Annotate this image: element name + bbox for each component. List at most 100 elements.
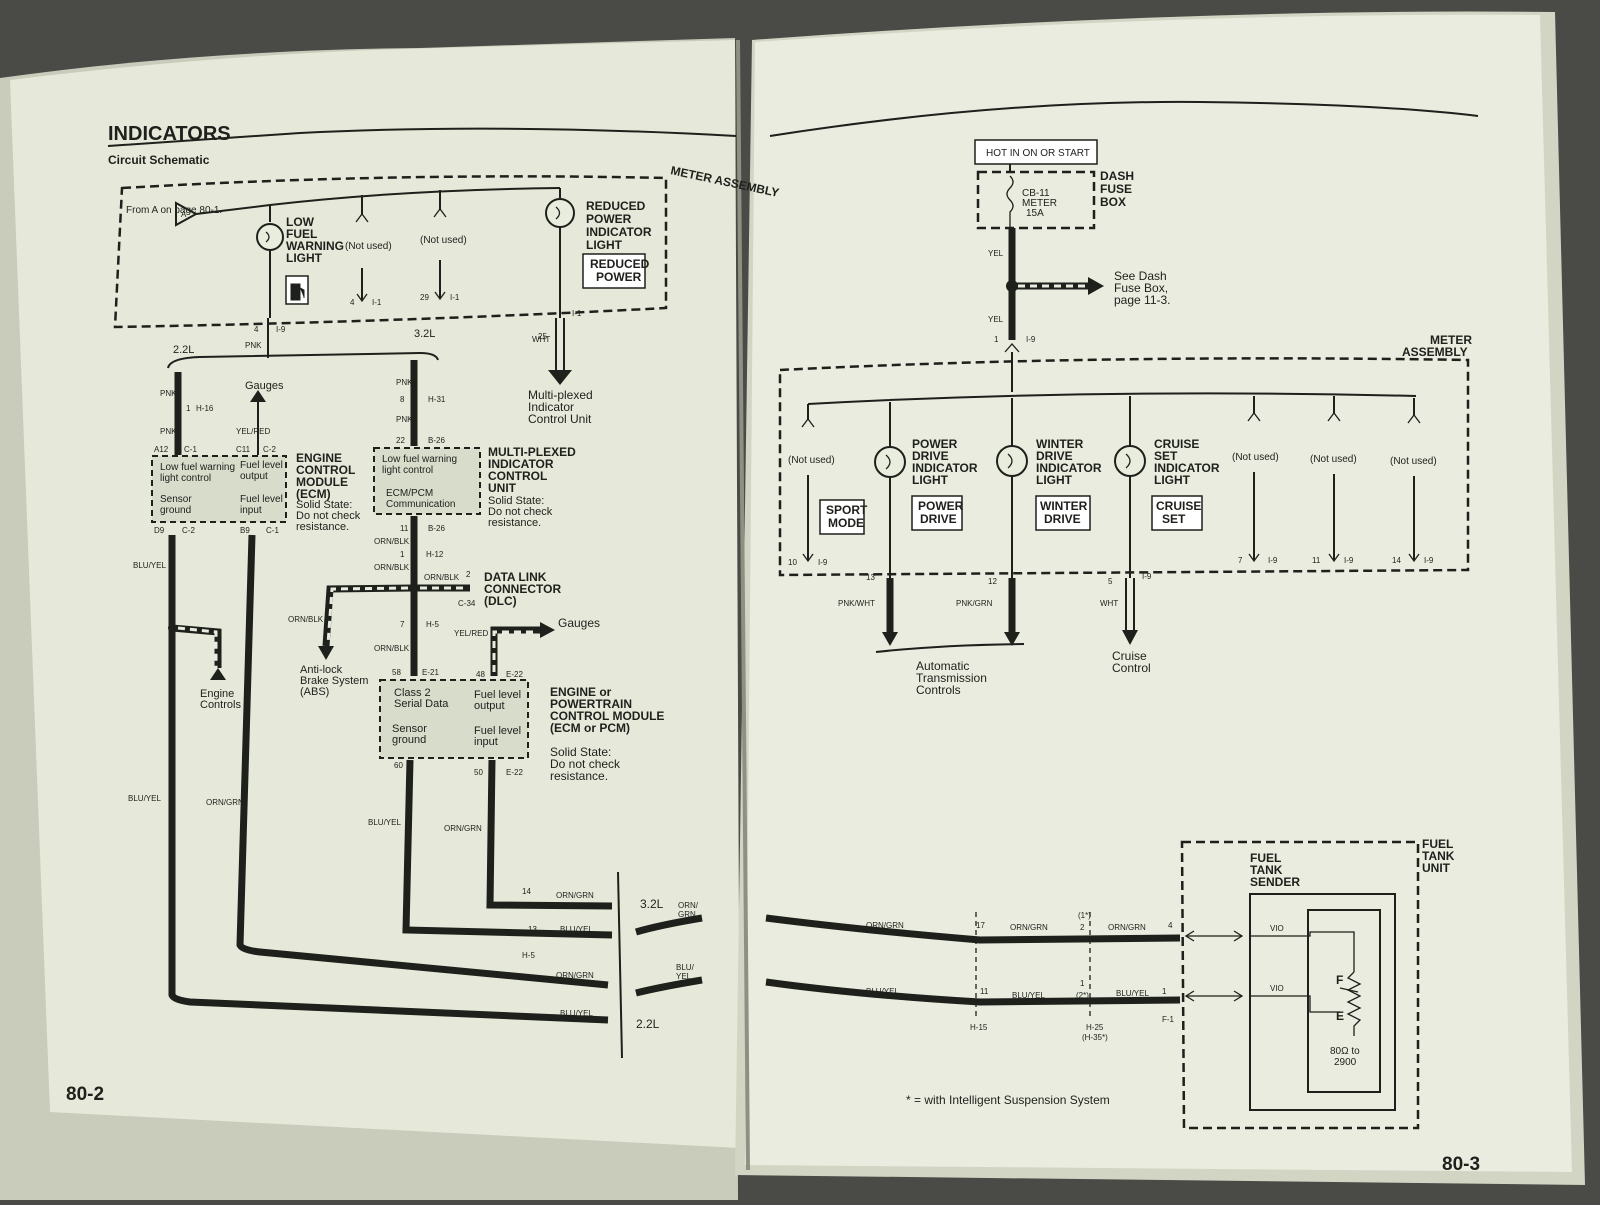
harness-32-wire <box>635 914 703 936</box>
variant-22-top: 2.2L <box>173 344 194 356</box>
harness-22-wire <box>635 976 703 997</box>
wire-blu-yel-r1: BLU/YEL <box>866 987 899 996</box>
wire-yel-red-ecm: YEL/RED <box>236 427 270 436</box>
wire-blu-yel-ecm-h: BLU/YEL <box>560 1009 593 1018</box>
blu-yel-harness-wire <box>765 978 1181 1006</box>
sender-f: F <box>1336 973 1343 987</box>
wire-orn-grn-ecm-h: ORN/GRN <box>556 971 594 980</box>
pin-i9d: I-9 <box>1268 556 1278 565</box>
fuel-tank-unit-box <box>1180 840 1420 1130</box>
wht-double-wire <box>555 318 565 370</box>
rnu2-fork <box>1247 411 1261 422</box>
pin-h5a: H-5 <box>426 620 439 629</box>
pin-i9a: I-9 <box>1026 335 1036 344</box>
rnu4-fork <box>1407 413 1421 424</box>
pin-7: 7 <box>400 620 405 629</box>
pin-7r: 7 <box>1238 556 1243 565</box>
cruise-set-box <box>1151 495 1203 531</box>
sender-path-e <box>1250 995 1340 1013</box>
variant-32-top: 3.2L <box>414 328 435 340</box>
wire-orn-grn-pcm: ORN/GRN <box>444 824 482 833</box>
meter-bus-wire <box>195 187 561 215</box>
gauges-label-pcm: Gauges <box>558 616 600 630</box>
pin-1: 1 <box>186 404 191 413</box>
wire-pnk-top: PNK <box>245 341 262 350</box>
power-drive-box <box>911 495 963 531</box>
ecm-pnk-b: PNK <box>160 427 177 436</box>
meter-input-fork <box>1004 343 1020 353</box>
pin-h35: (H-35*) <box>1082 1033 1108 1042</box>
pin-i9e: I-9 <box>1344 556 1354 565</box>
pin-c34: C-34 <box>458 599 476 608</box>
ecm-pnk-a: PNK <box>160 389 177 398</box>
winter-drive-filament-icon <box>1007 453 1013 469</box>
right-harness: ORN/GRN 17 ORN/GRN (1*) 2 ORN/GRN 4 BLU/… <box>765 911 1181 1042</box>
pin-i1a: I-1 <box>372 298 382 307</box>
wire-blu-yel-pcm: BLU/YEL <box>368 818 401 827</box>
sender-resistor-icon <box>1346 971 1362 1036</box>
wire-orn-blk-a: ORN/BLK <box>374 537 410 546</box>
left-header: INDICATORS Circuit Schematic <box>107 123 737 167</box>
variant-bracket <box>167 351 439 369</box>
pin-c1b: C-1 <box>266 526 279 535</box>
harness-22-label: BLU/YEL <box>676 963 695 981</box>
pin-h31: H-31 <box>428 395 446 404</box>
pcm-box <box>379 679 529 759</box>
pin-c1a: C-1 <box>184 445 197 454</box>
pin-8: 8 <box>400 395 405 404</box>
pin-48: 48 <box>476 670 485 679</box>
pin-i9: I-9 <box>276 325 286 334</box>
auto-trans-bracket <box>875 643 1025 653</box>
cruise-filament-icon <box>1125 453 1131 469</box>
page-number-left: 80-2 <box>66 1084 104 1105</box>
nu1-arrow <box>356 293 368 303</box>
pin-2r: 2 <box>1080 923 1085 932</box>
pin-29: 29 <box>420 293 429 302</box>
pin-i9f: I-9 <box>1424 556 1434 565</box>
pin-h12: H-12 <box>426 550 444 559</box>
pin-11r: 11 <box>1312 556 1321 565</box>
orn-grn-harness-wire <box>765 914 1181 944</box>
pin-f1: F-1 <box>1162 1015 1175 1024</box>
sender-e: E <box>1336 1009 1344 1023</box>
pin-e21: E-21 <box>422 668 439 677</box>
ecm-blu-yel-wire <box>168 535 609 1024</box>
nu2-arrow <box>434 291 446 301</box>
power-drive-filament-icon <box>885 454 891 470</box>
pin-25: 25 <box>538 332 547 341</box>
pnk-grn-arrow <box>1004 632 1020 646</box>
ecm-branch: PNK 1 H-16 PNK A12 C-1 C11 C-2 Gauges YE… <box>128 372 609 1024</box>
micu-pnk-b: PNK <box>396 415 413 424</box>
pin-13r: 13 <box>866 573 875 582</box>
left-harness-continuation: 3.2L ORN/GRN BLU/YEL 2.2L <box>617 871 703 1059</box>
pcm-yel-red-wire <box>490 626 540 676</box>
rnu1-label: (Not used) <box>788 455 835 466</box>
wire-vio-a: VIO <box>1270 924 1284 933</box>
sport-mode-box <box>819 499 865 535</box>
micu-pnk-a: PNK <box>396 378 413 387</box>
engine-controls-arrow <box>210 668 226 680</box>
gauges-label-ecm: Gauges <box>245 380 284 392</box>
rnu2-arrow <box>1248 553 1260 563</box>
pin-b9: B9 <box>240 526 250 535</box>
wire-pnk-grn: PNK/GRN <box>956 599 993 608</box>
pin-11b: 11 <box>980 987 989 996</box>
pin-50: 50 <box>474 768 483 777</box>
